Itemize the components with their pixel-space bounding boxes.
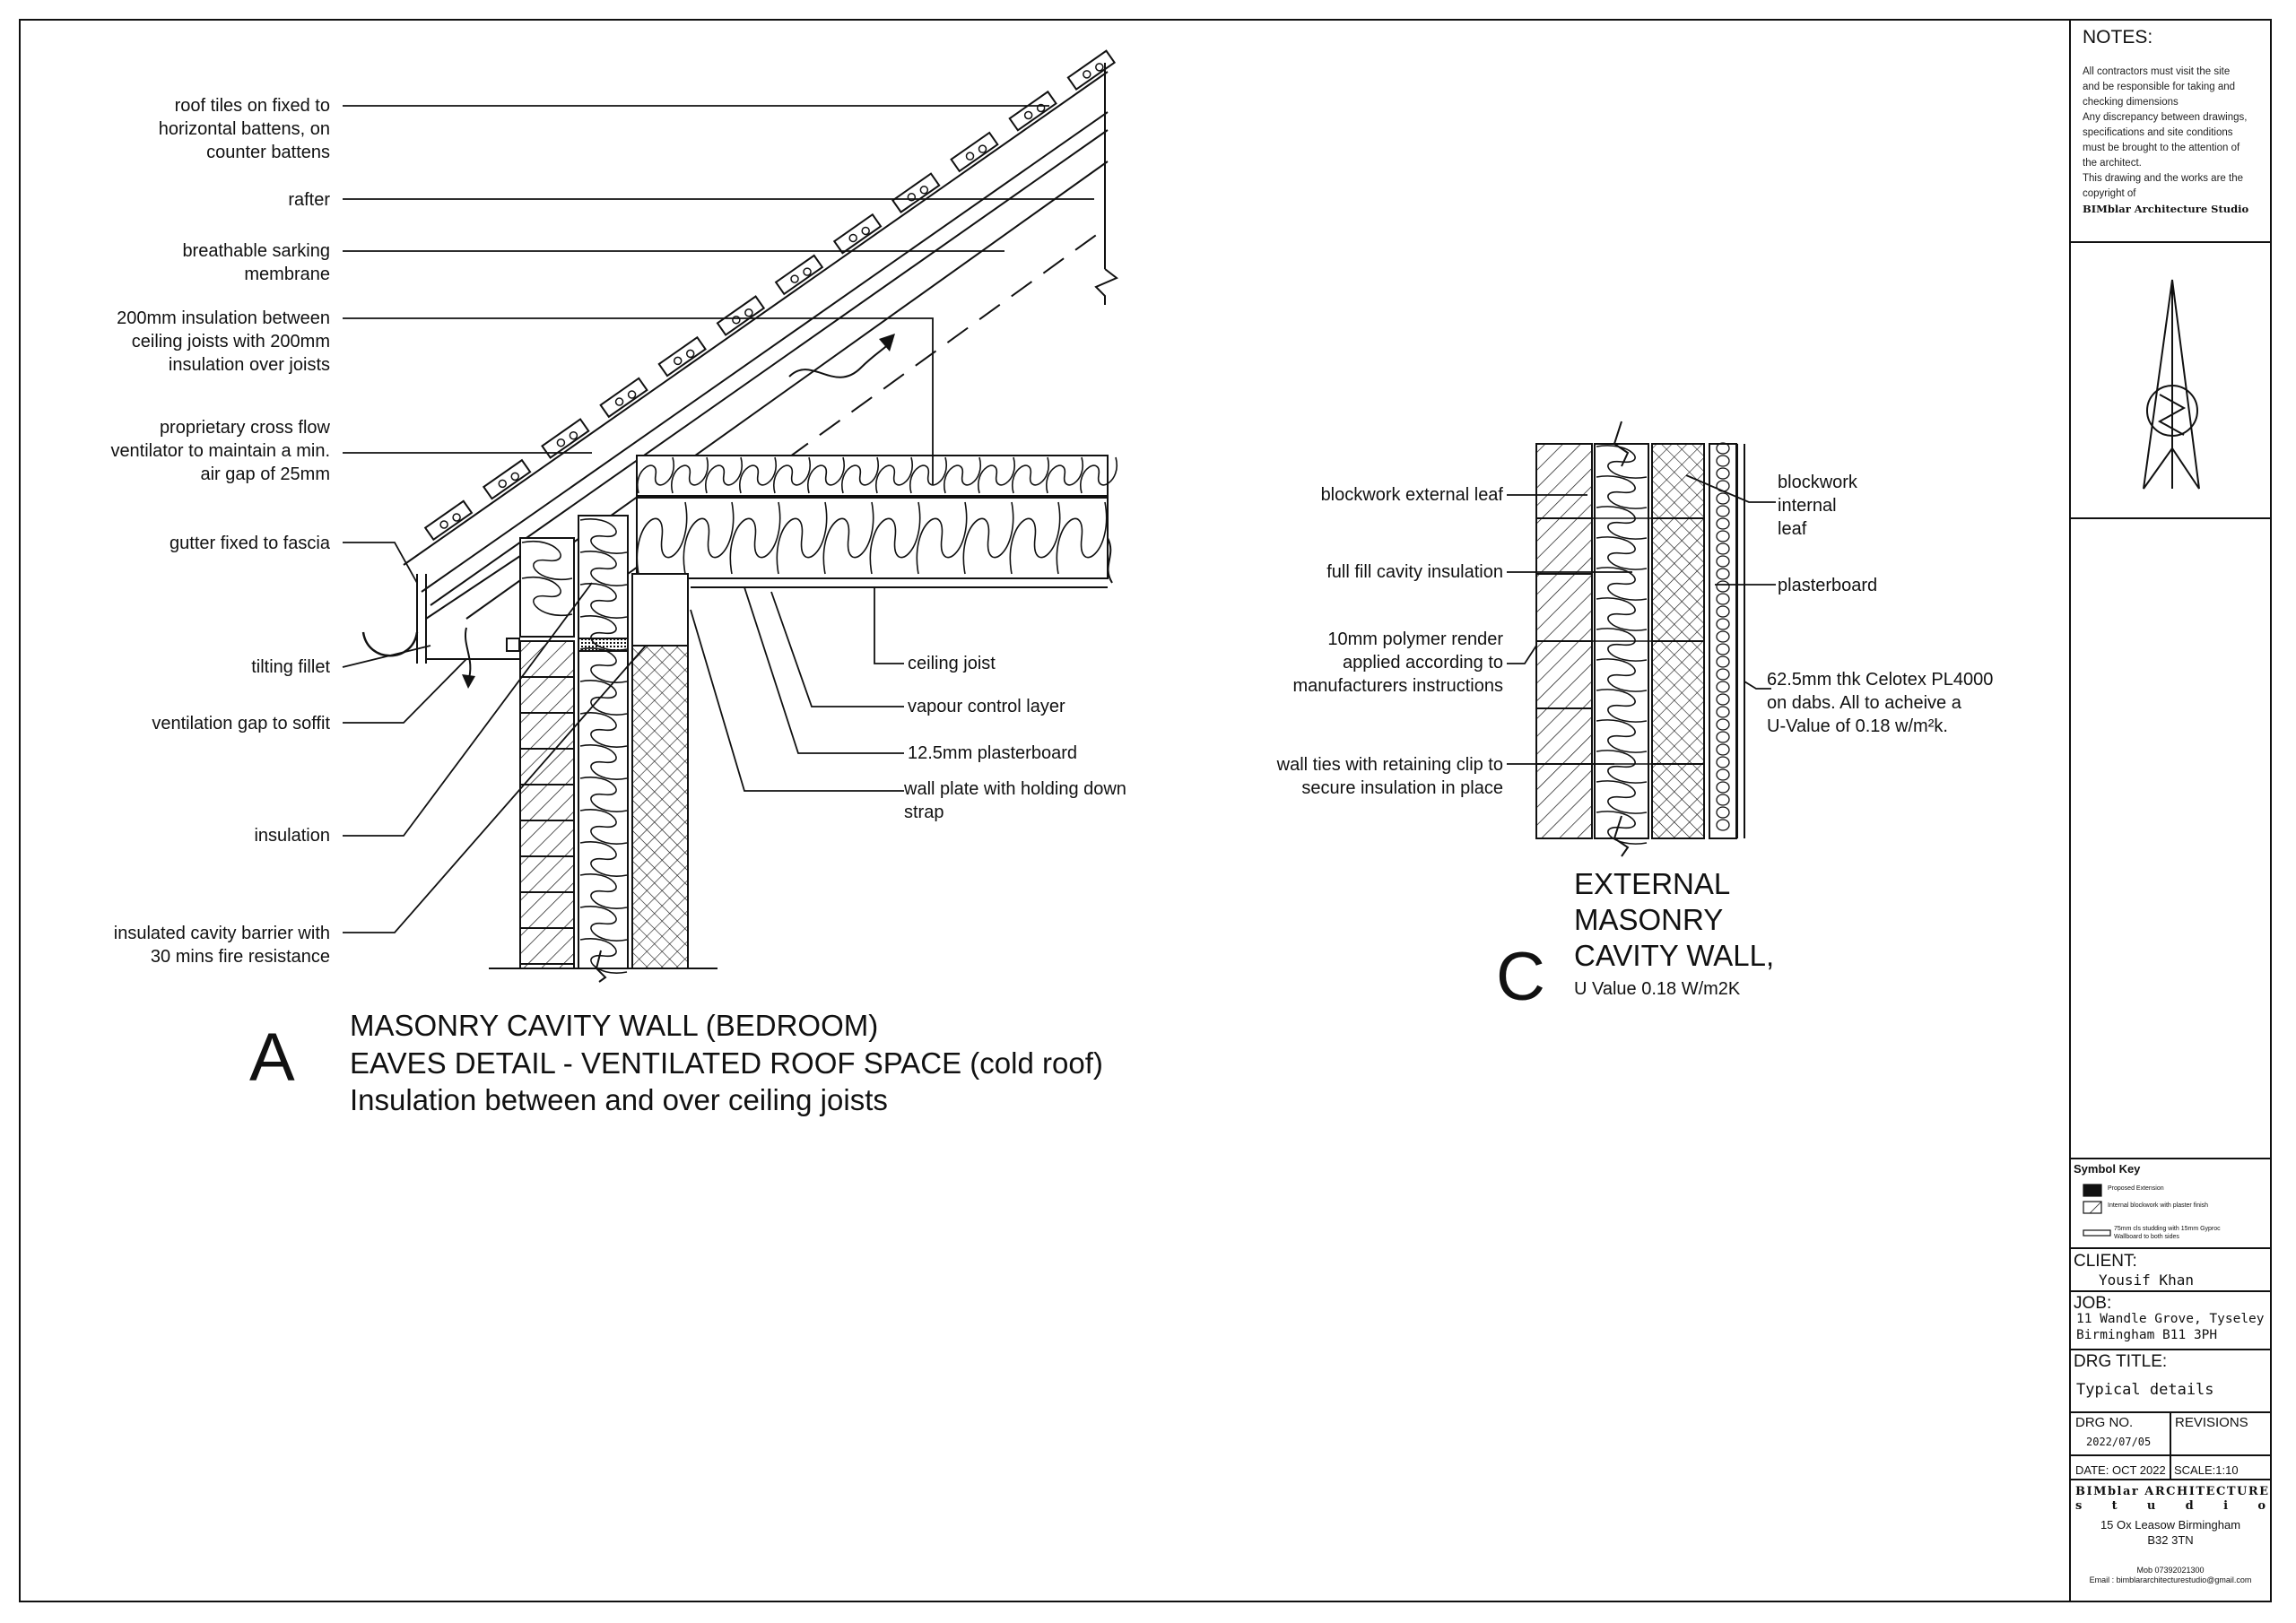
drg-title: Typical details <box>2076 1381 2214 1399</box>
client-name: Yousif Khan <box>2099 1271 2194 1289</box>
detail-c-title-1: EXTERNAL <box>1574 867 1731 900</box>
detail-a-title-1: MASONRY CAVITY WALL (BEDROOM) <box>350 1009 879 1042</box>
scale-label: SCALE: <box>2174 1463 2216 1477</box>
label-ceiling-joist: ceiling joist <box>908 654 996 673</box>
detail-c-letter: C <box>1496 939 1545 1015</box>
date-label: DATE: <box>2075 1463 2109 1477</box>
detail-a-leaders <box>342 105 1094 933</box>
label-ventilation-gap: ventilation gap to soffit <box>152 714 330 733</box>
studio-subname: s t u d i o <box>2075 1499 2266 1513</box>
label-rafter: rafter <box>288 190 330 210</box>
detail-a-drawing <box>361 49 1118 983</box>
title-block-frame <box>2069 20 2271 1601</box>
detail-a-title-2: EAVES DETAIL - VENTILATED ROOF SPACE (co… <box>350 1046 1103 1080</box>
label-plasterboard-a: 12.5mm plasterboard <box>908 743 1077 763</box>
symbol-key-heading: Symbol Key <box>2074 1162 2141 1176</box>
symbol-key-swatches <box>2083 1184 2111 1237</box>
studio-name: BIMblar ARCHITECTURE <box>2075 1485 2270 1498</box>
label-wall-plate: wall plate with holding down strap <box>904 779 1126 822</box>
symbol-key-item-1: Proposed Extension <box>2108 1185 2164 1192</box>
label-celotex: 62.5mm thk Celotex PL4000 on dabs. All t… <box>1767 670 1994 736</box>
notes-heading: NOTES: <box>2083 27 2153 48</box>
scale-field: SCALE:1:10 <box>2174 1463 2239 1477</box>
label-gutter: gutter fixed to fascia <box>170 534 330 553</box>
studio-contact: Mob 07392021300 Email : bimblararchitect… <box>2089 1566 2252 1584</box>
label-cavity-barrier: insulated cavity barrier with 30 mins fi… <box>113 924 330 967</box>
label-vapour-control: vapour control layer <box>908 697 1065 716</box>
label-polymer-render: 10mm polymer render applied according to… <box>1292 629 1503 696</box>
sheet-border <box>19 19 2272 1602</box>
detail-a-title-3: Insulation between and over ceiling jois… <box>350 1083 888 1116</box>
label-plasterboard-c: plasterboard <box>1778 576 1878 595</box>
drg-no: 2022/07/05 <box>2086 1436 2152 1448</box>
label-cross-flow-ventilator: proprietary cross flow ventilator to mai… <box>110 418 330 484</box>
date-value: OCT 2022 <box>2111 1463 2166 1477</box>
symbol-key-item-3: 75mm cls studding with 15mm Gyproc Wallb… <box>2114 1226 2221 1240</box>
drg-title-label: DRG TITLE: <box>2074 1352 2168 1371</box>
label-tilting-fillet: tilting fillet <box>251 657 330 677</box>
job-address: 11 Wandle Grove, Tyseley Birmingham B11 … <box>2076 1312 2265 1342</box>
studio-address: 15 Ox Leasow Birmingham B32 3TN <box>2100 1518 2241 1547</box>
label-insulation-joists: 200mm insulation between ceiling joists … <box>117 308 330 375</box>
label-full-fill-cavity: full fill cavity insulation <box>1326 562 1503 582</box>
detail-c-title-3: CAVITY WALL, <box>1574 939 1775 972</box>
detail-c-title-2: MASONRY <box>1574 903 1724 936</box>
label-blockwork-external: blockwork external leaf <box>1320 485 1503 505</box>
label-sarking-membrane: breathable sarking membrane <box>182 241 330 284</box>
label-blockwork-internal: blockwork internal leaf <box>1778 473 1857 539</box>
detail-a-letter: A <box>249 1020 295 1096</box>
detail-c-drawing <box>1535 421 1745 857</box>
detail-c-leaders <box>1507 474 1776 765</box>
notes-company: BIMblar Architecture Studio <box>2083 203 2249 215</box>
revisions-label: REVISIONS <box>2175 1415 2248 1430</box>
symbol-key-item-2: Internal blockwork with plaster finish <box>2108 1202 2209 1209</box>
detail-c-subtitle: U Value 0.18 W/m2K <box>1574 979 1741 999</box>
client-label: CLIENT: <box>2074 1252 2137 1271</box>
label-insulation: insulation <box>254 826 330 846</box>
north-arrow-icon <box>2143 279 2200 490</box>
notes-text: All contractors must visit the site and … <box>2083 66 2248 199</box>
drg-no-label: DRG NO. <box>2075 1415 2134 1430</box>
label-wall-ties: wall ties with retaining clip to secure … <box>1276 755 1503 798</box>
job-label: JOB: <box>2074 1294 2112 1313</box>
date-field: DATE: OCT 2022 <box>2075 1463 2166 1477</box>
label-roof-tiles: roof tiles on fixed to horizontal batten… <box>158 96 330 162</box>
scale-value: 1:10 <box>2215 1463 2239 1477</box>
